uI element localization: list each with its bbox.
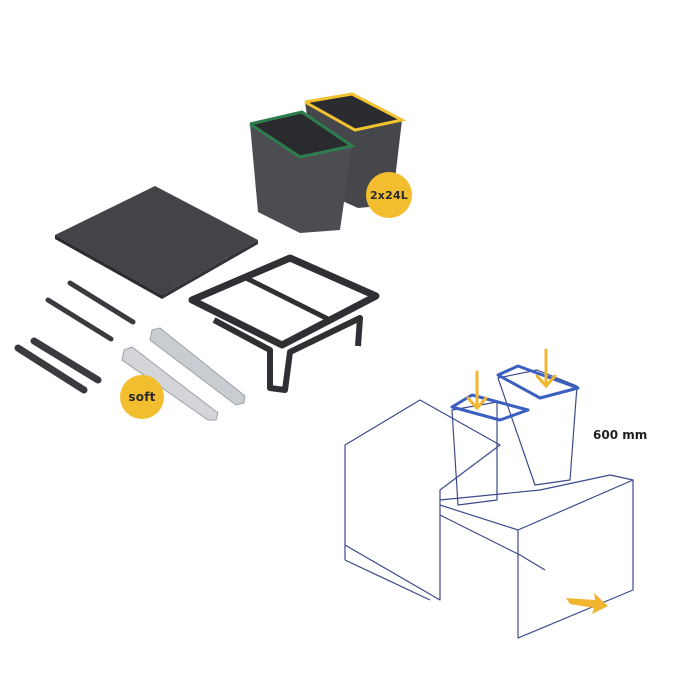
capacity-badge: 2x24L — [366, 172, 412, 218]
cabinet-outline — [344, 399, 501, 601]
diagram-bin-right — [497, 369, 578, 486]
bin-frame — [188, 254, 380, 393]
drawer-front — [517, 479, 634, 639]
soft-close-badge: soft — [120, 375, 164, 419]
mounting-strips — [14, 280, 136, 394]
pull-out-arrow-icon — [566, 593, 608, 614]
bin-green-rim — [249, 110, 356, 233]
down-arrow-icons — [466, 348, 557, 411]
base-panel — [55, 186, 258, 299]
cabinet-width-label: 600 mm — [593, 428, 648, 442]
drawer-runners — [121, 327, 246, 421]
